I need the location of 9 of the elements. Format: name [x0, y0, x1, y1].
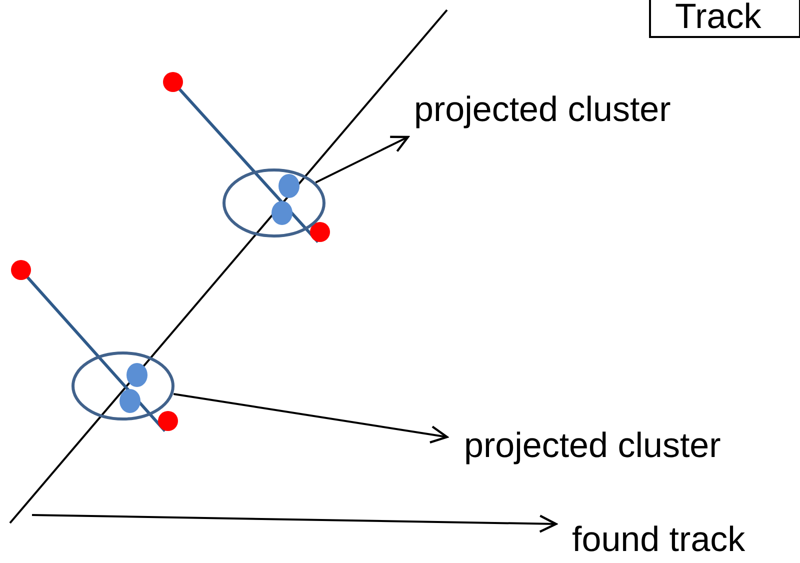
arrow — [32, 514, 558, 533]
title-box: Track — [649, 0, 800, 38]
track-label: found track — [572, 520, 746, 560]
cluster-label: projected cluster — [464, 426, 721, 466]
cluster-label: projected cluster — [414, 90, 671, 130]
cluster-ellipse — [222, 168, 326, 238]
arrow — [315, 136, 410, 184]
cluster-ellipse — [72, 352, 174, 420]
arrow — [173, 392, 448, 444]
